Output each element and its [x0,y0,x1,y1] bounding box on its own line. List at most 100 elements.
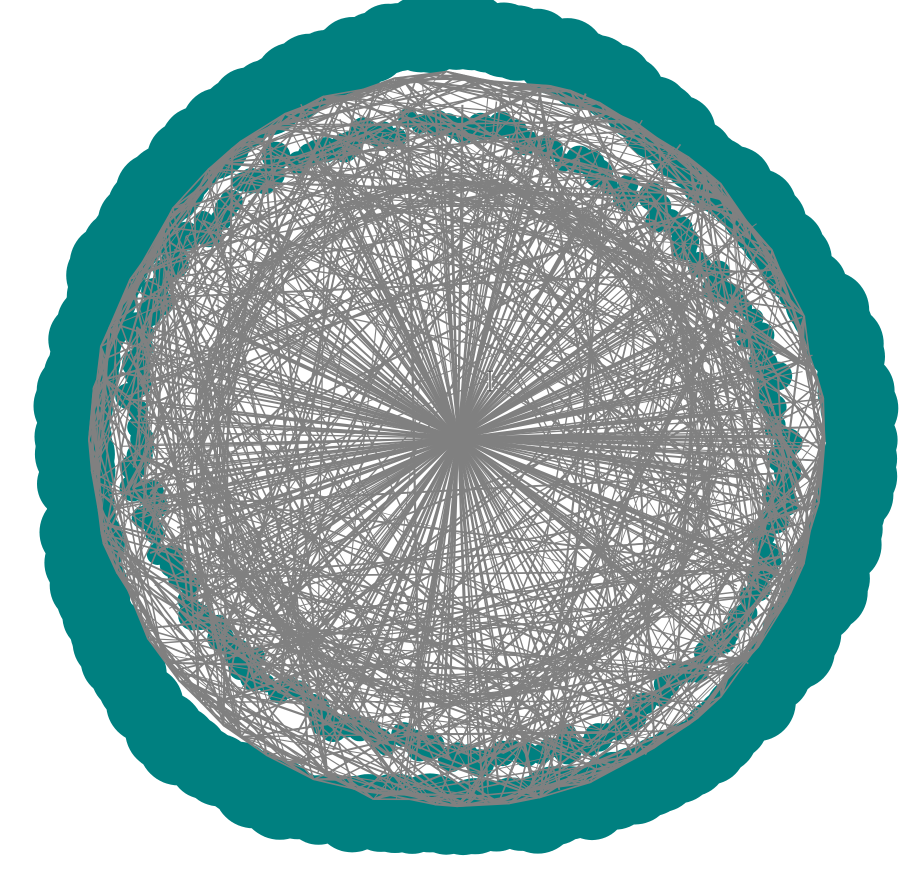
ring-edge [373,793,386,800]
spoke-edge [120,437,459,447]
spoke-edge [192,437,459,641]
loop-edge [284,229,294,250]
spoke-edge [457,437,686,607]
chord-edge [113,339,129,591]
loop-edge [237,576,430,702]
loop-edge [619,633,633,649]
spoke-edge [179,437,459,565]
ring-edge [812,397,824,410]
loop-edge [695,421,721,547]
chord-edge [197,690,356,790]
spoke-edge [195,432,459,439]
loop-edge [700,350,713,368]
spoke-edge [296,437,459,733]
ring-edge [267,113,286,128]
spoke-edge [364,437,459,702]
spoke-edge [457,188,617,439]
spoke-edge [327,437,459,723]
ring-edge [278,113,286,125]
spoke-edge [214,290,459,439]
spoke-edge [456,104,464,439]
spoke-edge [457,217,702,439]
spoke-edge [457,437,749,500]
spoke-edge [457,437,771,526]
chord-edge [650,137,819,379]
spoke-edge [183,391,459,439]
loop-edge [465,665,588,703]
chord-edge [395,653,752,794]
loop-edge [213,547,229,563]
ring-edge [135,608,163,655]
spoke-edge [457,412,744,439]
spoke-edge [381,437,459,719]
chord-edge [645,471,823,753]
chord-edge [175,669,591,783]
ring-edge [298,760,315,780]
loop-edge [602,223,687,319]
spoke-edge [457,437,757,477]
spoke-edge [457,437,577,723]
spoke-edge [457,155,503,439]
spoke-edge [457,146,583,439]
chord-edge [115,162,218,562]
chord-edge [133,136,251,293]
spoke-edge [434,111,460,439]
loop-edge [340,676,573,681]
spoke-edge [165,285,459,439]
loop-edge [377,194,604,225]
chord-edge [747,336,826,441]
chord-edge [802,439,826,553]
spoke-edge [294,201,459,439]
spoke-edge [457,96,489,439]
spoke-edge [457,235,645,439]
spoke-edge [120,371,459,440]
ring-edge [313,772,328,781]
loop-edge [192,421,196,441]
spoke-edge [201,248,459,439]
spoke-edge [456,437,500,781]
spoke-edge [300,103,459,439]
ring-edge [508,794,519,805]
spoke-edge [457,282,670,439]
spoke-edge [120,325,459,439]
loop-edge [519,546,698,694]
spoke-edge [185,437,459,657]
chord-edge [308,154,787,580]
loop-edge [197,248,286,459]
loop-edge [519,633,633,695]
ring-edge [172,168,210,209]
spoke-edge [138,437,459,519]
chord-edge [93,326,111,482]
ring-edge [757,601,787,647]
chord-edge [415,79,732,203]
spoke-edge [457,176,608,439]
chord-edge [395,136,769,616]
spoke-edge [283,159,459,439]
loop-edge [192,224,313,422]
spoke-edge [456,437,532,776]
spoke-edge [457,437,784,585]
loop-edge [206,530,215,549]
ring-edge [346,777,366,793]
loop-edge [686,334,695,563]
chord-edge [198,690,655,749]
spoke-edge [332,437,459,751]
chord-edge [105,378,549,786]
chord-edge [118,548,489,805]
spoke-edge [457,437,734,487]
chord-edge [162,653,663,742]
chord-edge [241,736,397,794]
ring-edge [811,388,824,399]
spoke-edge [165,405,459,440]
spoke-edge [457,163,510,439]
spoke-edge [168,240,459,439]
chord-edge [167,77,479,218]
spoke-edge [457,223,757,439]
spoke-edge [456,437,485,799]
loop-edge [375,689,394,695]
ring-edge [809,429,825,481]
ring-edge [308,763,315,780]
chord-edge [101,226,164,369]
spoke-edge [457,425,817,440]
spoke-edge [297,437,459,747]
